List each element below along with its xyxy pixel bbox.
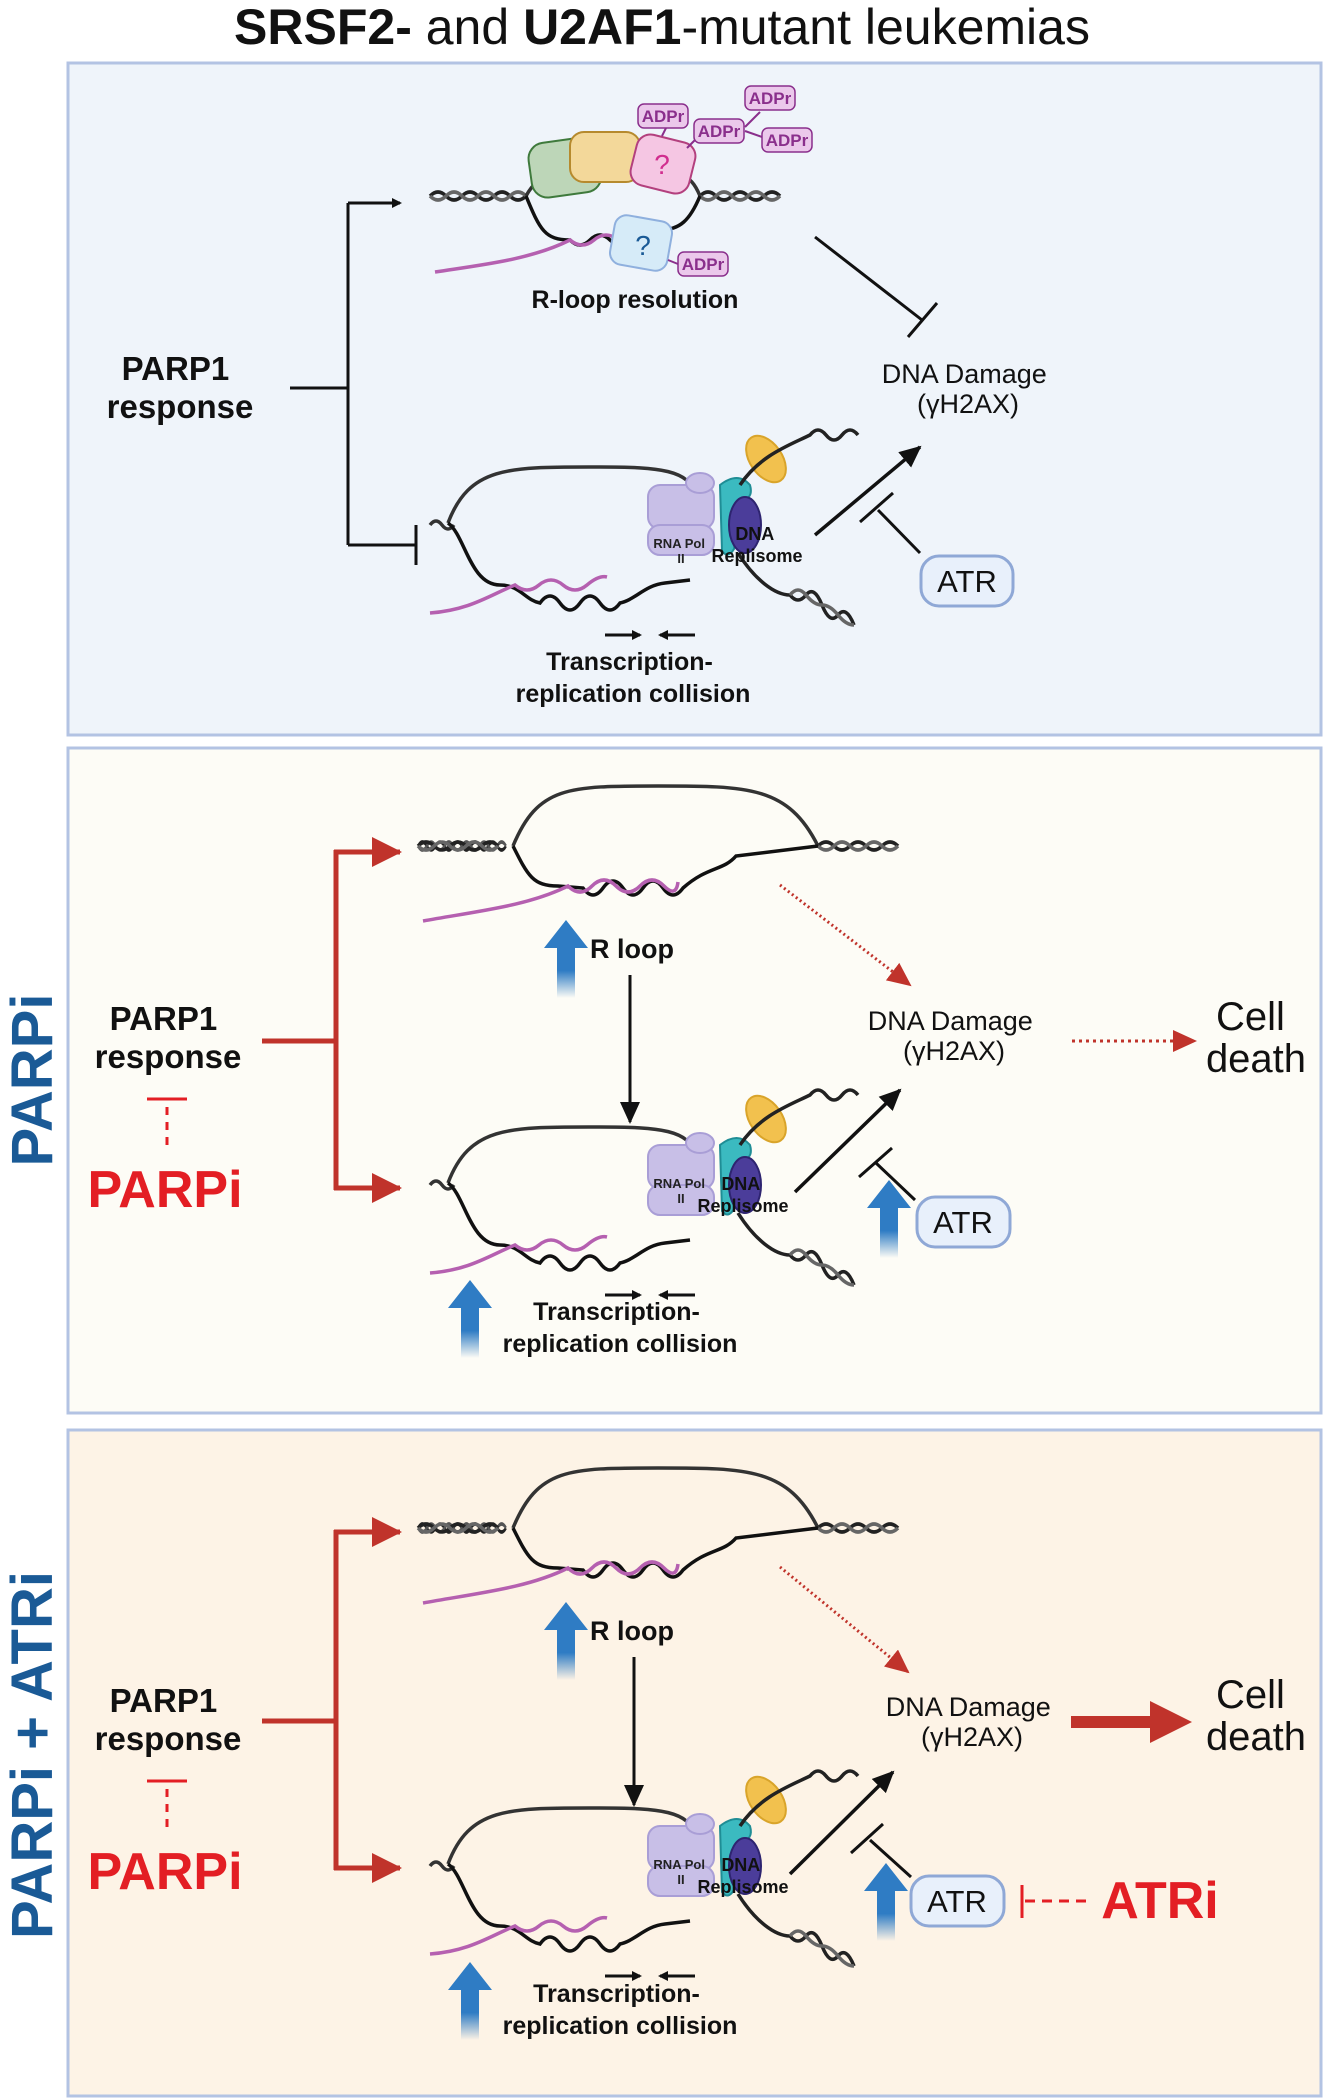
dna-replisome-label: DNA Replisome	[697, 1174, 788, 1216]
panel-parpi: PARPi PARP1 response PARPi R loop DNA Da…	[0, 746, 1323, 1415]
inhibit-line	[814, 235, 923, 322]
unknown-protein-pink-label: ?	[654, 149, 670, 180]
atr-box	[919, 554, 1015, 608]
collision-label: Transcription- replication collision	[503, 1980, 738, 2040]
side-label-parpi: PARPi	[0, 994, 65, 1167]
atri-label: ATRi	[1101, 1872, 1218, 1930]
atr-label: ATR	[933, 1205, 993, 1240]
protein-blue-unknown	[609, 214, 673, 272]
panel-baseline: PARP1 response ? ?	[66, 61, 1323, 737]
collision-label: Transcription- replication collision	[516, 648, 751, 708]
panel-3-background	[66, 1428, 1323, 2098]
atr-inhibit-bar	[859, 491, 894, 524]
branch-connector	[262, 1517, 402, 1883]
title-and: and	[412, 0, 523, 55]
bold-death-arrow	[1071, 1701, 1192, 1743]
parpi-label: PARPi	[87, 1843, 242, 1901]
dna-damage-label: DNA Damage (γH2AX)	[886, 1692, 1059, 1752]
parp1-response-label: PARP1 response	[107, 350, 254, 425]
atr-box	[915, 1195, 1012, 1249]
parp1-response-label: PARP1 response	[95, 1682, 242, 1757]
damage-arrow	[793, 1088, 902, 1194]
atr-label: ATR	[927, 1884, 987, 1919]
adpr-tag: ADPr	[766, 131, 809, 150]
parpi-label: PARPi	[87, 1161, 242, 1219]
damage-arrow	[813, 445, 922, 537]
title-suffix: -mutant leukemias	[681, 0, 1090, 55]
rna-pol-ii-label: RNA Pol II	[653, 1176, 708, 1206]
dna-replisome-label: DNA Replisome	[697, 1855, 788, 1897]
adpr-tag: ADPr	[698, 122, 741, 141]
atr-inhibit-bar	[849, 1822, 885, 1855]
unknown-protein-blue-label: ?	[635, 230, 651, 261]
parp1-response-label: PARP1 response	[95, 1000, 242, 1075]
cell-death-label: Cell death	[1206, 995, 1306, 1081]
damage-arrow	[788, 1770, 895, 1876]
panel-2-background	[66, 746, 1323, 1415]
rloop-resolution-label: R-loop resolution	[532, 286, 739, 314]
atr-inhibit-line	[876, 508, 922, 555]
adpr-tags: ADPr ADPr ADPr ADPr ADPr	[637, 85, 813, 277]
atr-inhibit-line	[868, 1838, 913, 1879]
protein-pink-unknown	[629, 133, 697, 195]
side-label-parpi-atri: PARPi + ATRi	[0, 1571, 65, 1939]
rloop-label: R loop	[590, 934, 674, 964]
rloop-resolution-scene: ? ? ADPr ADPr ADPr ADPr ADPr R	[428, 85, 813, 314]
panel-parpi-atri: PARPi + ATRi PARP1 response PARPi R loop…	[0, 1428, 1323, 2098]
dotted-damage-arrow	[779, 883, 912, 987]
title-u2af1: U2AF1	[523, 0, 681, 55]
figure-title: SRSF2- and U2AF1-mutant leukemias	[234, 0, 1090, 55]
atr-inhibit-bar	[858, 1146, 893, 1179]
dna-damage-label: DNA Damage (γH2AX)	[868, 1006, 1041, 1066]
cell-death-label: Cell death	[1206, 1673, 1306, 1759]
adpr-tag: ADPr	[642, 107, 685, 126]
panel-1-background	[66, 61, 1323, 737]
inhibit-bar	[906, 302, 939, 338]
branch-connector	[290, 198, 418, 565]
rna-pol-ii-label: RNA Pol II	[653, 1857, 708, 1887]
rloop-label: R loop	[590, 1616, 674, 1646]
atr-label: ATR	[937, 564, 997, 599]
adpr-tag: ADPr	[749, 89, 792, 108]
rna-pol-ii-label: RNA Pol II	[653, 536, 708, 566]
collision-label: Transcription- replication collision	[503, 1298, 738, 1358]
branch-connector	[262, 837, 402, 1203]
atr-inhibit-line	[874, 1161, 917, 1202]
dna-damage-label: DNA Damage (γH2AX)	[882, 359, 1055, 419]
adpr-tag: ADPr	[682, 255, 725, 274]
dna-replisome-label: DNA Replisome	[711, 524, 802, 566]
title-srsf2: SRSF2-	[234, 0, 412, 55]
atr-box	[909, 1874, 1006, 1928]
protein-yellow	[569, 131, 641, 183]
